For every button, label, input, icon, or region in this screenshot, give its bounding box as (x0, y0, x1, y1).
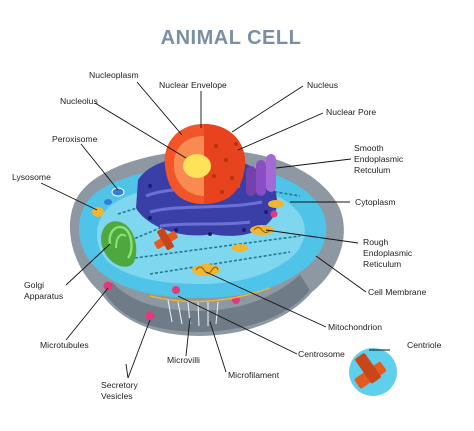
label-rough-er-1: Rough (363, 237, 389, 247)
centrosome-shape (154, 228, 178, 251)
golgi-apparatus-shape (101, 221, 137, 267)
label-secretory-vesicles-1: Secretory (101, 380, 138, 390)
smooth-er-shape (246, 154, 276, 196)
label-golgi-2: Apparatus (24, 291, 63, 301)
microfilament-shape (149, 287, 271, 303)
label-cytoplasm: Cytoplasm (355, 197, 396, 207)
leader-lines (40, 81, 390, 379)
animal-cell-illustration (69, 124, 344, 336)
label-microfilament: Microfilament (228, 370, 280, 380)
label-microvilli: Microvilli (167, 355, 200, 365)
label-nucleoplasm: Nucleoplasm (89, 70, 139, 80)
label-golgi-1: Golgi (24, 280, 44, 290)
label-smooth-er-1: Smooth (354, 143, 384, 153)
label-nuclear-envelope: Nuclear Envelope (159, 80, 227, 90)
label-cell-membrane: Cell Membrane (368, 287, 426, 297)
label-mitochondrion: Mitochondrion (328, 322, 382, 332)
peroxisome-shape (111, 187, 125, 197)
label-microtubules: Microtubules (40, 340, 89, 350)
label-nuclear-pore: Nuclear Pore (326, 107, 376, 117)
microvilli-shape (167, 299, 219, 327)
mitochondrion-shape (192, 200, 284, 276)
label-centriole: Centriole (407, 340, 442, 350)
label-nucleolus: Nucleolus (60, 96, 98, 106)
label-centrosome: Centrosome (298, 349, 345, 359)
diagram-title: ANIMAL CELL (161, 27, 302, 49)
label-rough-er-2: Endoplasmic (363, 248, 413, 258)
label-smooth-er-2: Endoplasmic (354, 154, 404, 164)
nucleus-shape (164, 124, 246, 204)
label-lysosome: Lysosome (12, 172, 51, 182)
centriole-inset-icon (349, 348, 397, 396)
label-peroxisome: Peroxisome (52, 134, 98, 144)
label-rough-er-3: Reticulum (363, 259, 401, 269)
label-secretory-vesicles-2: Vesicles (101, 391, 133, 401)
label-nucleus: Nucleus (307, 80, 338, 90)
label-smooth-er-3: Retculum (354, 165, 390, 175)
nucleolus-shape (183, 154, 211, 178)
